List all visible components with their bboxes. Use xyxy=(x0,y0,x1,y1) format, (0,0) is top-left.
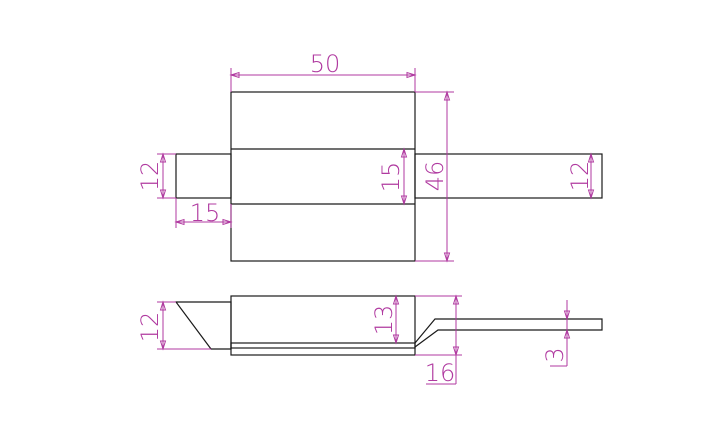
dim-top-width: 50 xyxy=(229,50,417,92)
dim-side-block-height-label: 13 xyxy=(370,305,398,336)
dim-left-tab-length: 15 xyxy=(174,198,233,228)
dim-total-height-label: 46 xyxy=(421,161,449,192)
side-view-right-arm xyxy=(414,318,603,348)
dim-side-block-height: 13 xyxy=(370,294,400,345)
dim-total-height: 46 xyxy=(415,90,454,263)
dim-left-tab-length-label: 15 xyxy=(190,199,221,227)
side-view-left-wedge xyxy=(174,301,232,350)
dim-side-thickness-label: 3 xyxy=(541,347,569,362)
top-view xyxy=(175,91,603,262)
dim-left-tab-height-label: 12 xyxy=(136,161,164,192)
dim-side-left-height: 12 xyxy=(136,300,211,351)
dim-center-band: 15 xyxy=(377,147,408,206)
dim-side-offset: 16 xyxy=(415,294,462,387)
dim-side-thickness: 3 xyxy=(541,300,571,367)
top-view-right-tab xyxy=(414,153,603,199)
dim-center-band-label: 15 xyxy=(377,162,405,193)
top-view-left-tab xyxy=(175,153,232,199)
dim-right-tab-height: 12 xyxy=(566,152,595,200)
dim-top-width-label: 50 xyxy=(310,50,341,78)
side-view xyxy=(174,295,603,356)
dim-right-tab-height-label: 12 xyxy=(566,161,594,192)
side-view-base-plate xyxy=(230,342,416,356)
dim-left-tab-height: 12 xyxy=(136,152,176,200)
dim-side-offset-label: 16 xyxy=(425,359,456,387)
dim-side-left-height-label: 12 xyxy=(136,312,164,343)
